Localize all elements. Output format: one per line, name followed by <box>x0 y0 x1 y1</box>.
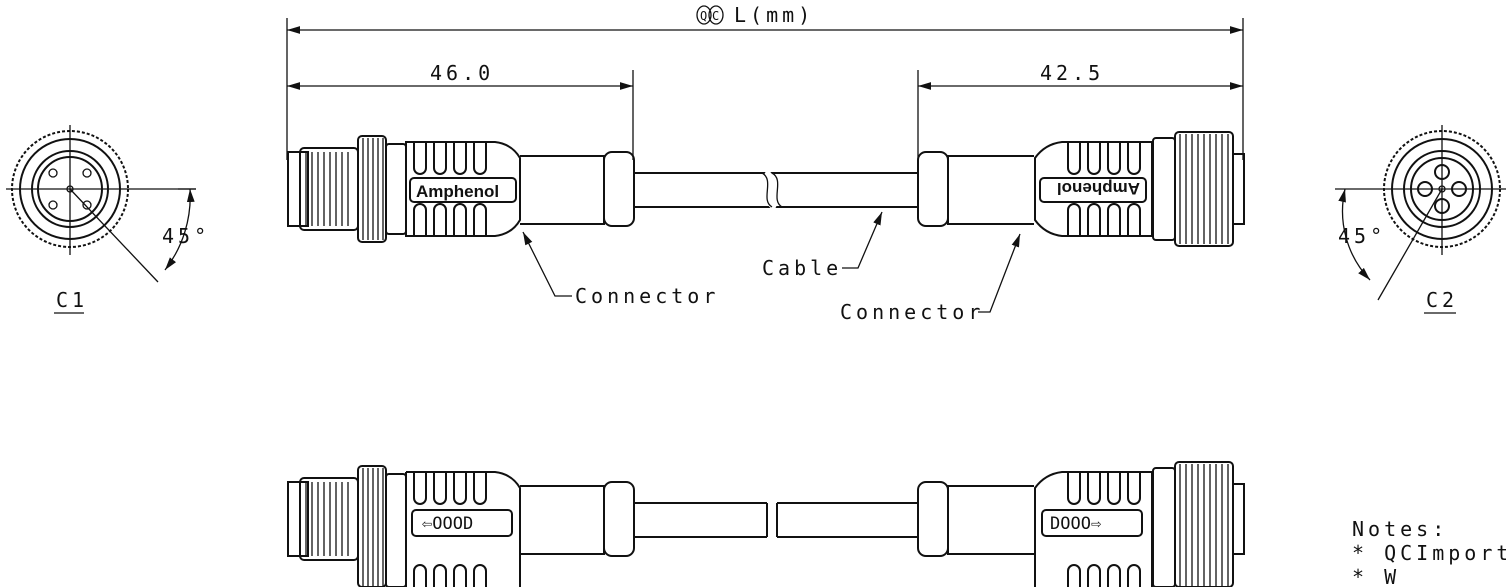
callouts: Connector Cable Connector <box>522 211 1021 324</box>
brand-bottom-left: ⇦OOOD <box>421 514 473 534</box>
c2-angle: 45° <box>1338 224 1386 248</box>
cable-top <box>634 169 918 211</box>
right-female-nut <box>1152 131 1245 247</box>
svg-text:Q: Q <box>700 9 707 23</box>
callout-cable: Cable <box>762 256 842 280</box>
bottom-left-male-thread <box>287 465 407 587</box>
right-connector-dimension: 42.5 <box>917 61 1243 160</box>
callout-connector-left: Connector <box>575 284 719 308</box>
svg-text:C: C <box>712 9 719 23</box>
c1-label: C1 <box>56 288 88 312</box>
brand-bottom-right: DOOO⇨ <box>1050 514 1102 534</box>
c1-angle: 45° <box>162 224 210 248</box>
cable-bottom <box>634 502 918 538</box>
overall-length-label: L(mm) <box>734 3 814 27</box>
notes-block: Notes: * QCImportar * W <box>1352 517 1506 587</box>
brand-top-left: Amphenol <box>416 182 499 201</box>
left-overmold: Amphenol <box>405 141 635 237</box>
bottom-assembly: ⇦OOOD DOOO⇨ <box>287 461 1245 587</box>
top-assembly: Amphenol Amphenol <box>287 131 1245 324</box>
left-male-thread <box>287 135 407 243</box>
right-overmold: Amphenol <box>917 141 1153 237</box>
c2-label: C2 <box>1426 288 1458 312</box>
overall-dimension: Q C L(mm) <box>286 3 1244 160</box>
brand-top-right: Amphenol <box>1057 179 1140 198</box>
left-length-value: 46.0 <box>430 61 494 85</box>
c1-end-view: 45° C1 <box>6 125 210 314</box>
qc-symbol: Q C <box>696 5 724 25</box>
notes-line-2: * W <box>1352 565 1400 587</box>
bottom-right-female-nut <box>1152 461 1245 587</box>
notes-line-1: * QCImportar <box>1352 541 1506 565</box>
callout-connector-right: Connector <box>840 300 984 324</box>
left-connector-dimension: 46.0 <box>287 61 634 160</box>
bottom-left-overmold: ⇦OOOD <box>405 471 635 587</box>
right-length-value: 42.5 <box>1040 61 1104 85</box>
notes-title: Notes: <box>1352 517 1448 541</box>
bottom-right-overmold: DOOO⇨ <box>917 471 1153 587</box>
c2-end-view: 45° C2 <box>1335 125 1506 314</box>
